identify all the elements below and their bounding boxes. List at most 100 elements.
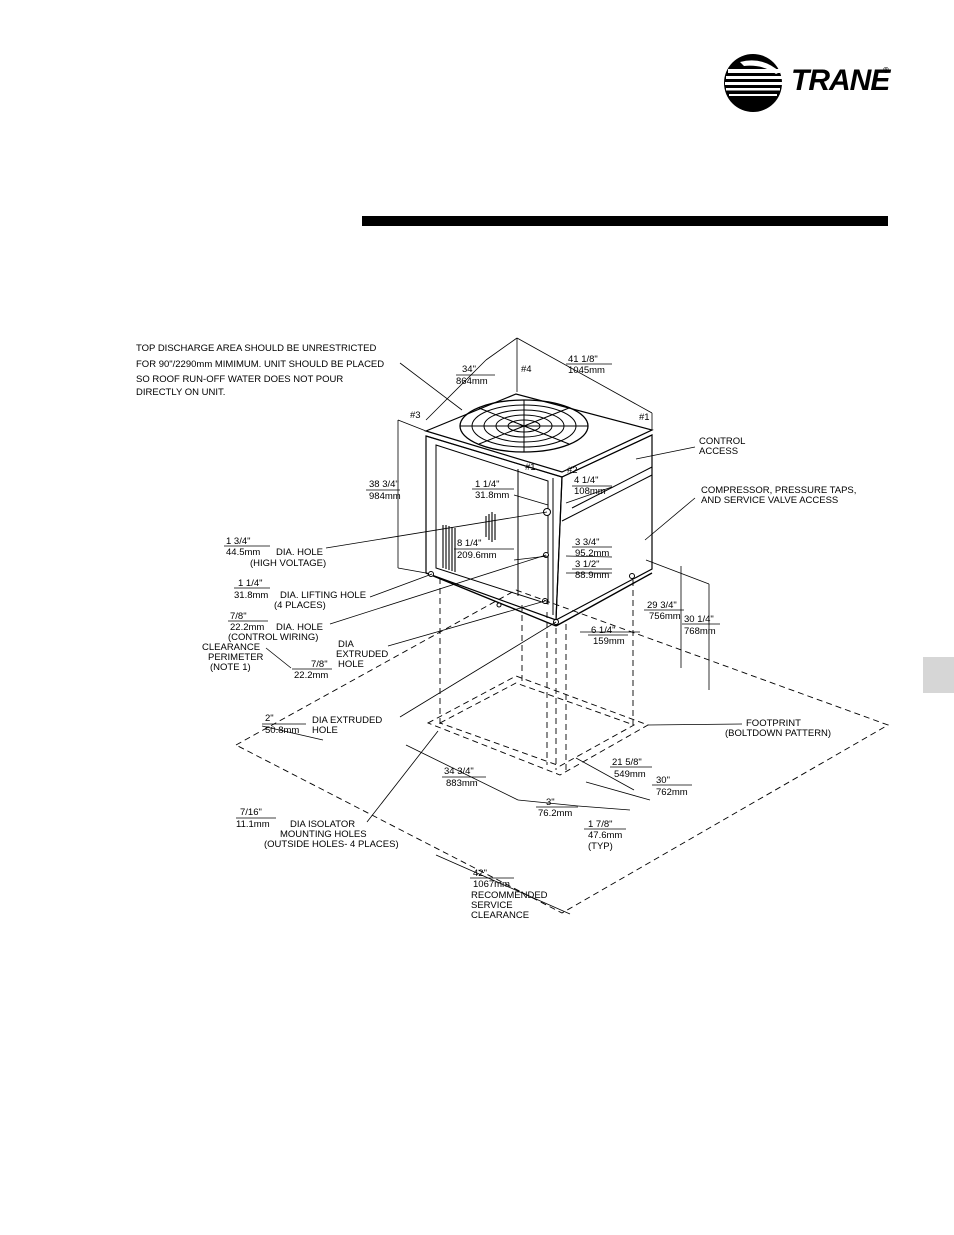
dim-30-14: 30 1/4" 768mm: [682, 614, 720, 637]
svg-text:CONTROL: CONTROL: [699, 436, 745, 447]
svg-text:CLEARANCE: CLEARANCE: [471, 910, 529, 921]
svg-text:31.8mm: 31.8mm: [475, 490, 509, 501]
svg-text:1067mm: 1067mm: [473, 879, 510, 890]
dim-3-34: 3 3/4" 95.2mm: [572, 537, 612, 559]
footprint-inner: [438, 682, 636, 767]
service-clearance-label: 42" 1067mm RECOMMENDED SERVICE CLEARANCE: [470, 868, 548, 921]
svg-text:DIA EXTRUDED: DIA EXTRUDED: [312, 715, 382, 726]
svg-text:FOR 90"/2290mm MIMIMUM. UNIT S: FOR 90"/2290mm MIMIMUM. UNIT SHOULD BE P…: [136, 359, 384, 370]
control-access-label: CONTROL ACCESS: [699, 436, 745, 457]
svg-text:1 1/4": 1 1/4": [238, 578, 263, 589]
dim-29-34: 29 3/4" 756mm: [644, 600, 684, 622]
svg-text:3 3/4": 3 3/4": [575, 537, 600, 548]
svg-text:FOOTPRINT: FOOTPRINT: [746, 718, 801, 729]
svg-text:108mm: 108mm: [574, 486, 606, 497]
svg-text:7/8": 7/8": [230, 611, 247, 622]
hole-1-14-label: 1 1/4" 31.8mm DIA. LIFTING HOLE (4 PLACE…: [234, 578, 366, 611]
svg-text:30": 30": [656, 775, 670, 786]
hole-1-34-label: 1 3/4" 44.5mm DIA. HOLE (HIGH VOLTAGE): [224, 536, 326, 569]
svg-text:41 1/8": 41 1/8": [568, 354, 598, 365]
svg-text:42": 42": [473, 868, 487, 879]
svg-text:MOUNTING HOLES: MOUNTING HOLES: [280, 829, 367, 840]
dim-3: 3" 76.2mm: [536, 797, 578, 819]
dim-6-14: 6 1/4" 159mm: [588, 625, 628, 647]
clearance-perimeter-label: CLEARANCE PERIMETER (NOTE 1): [202, 642, 264, 673]
coil-panel: [435, 444, 549, 605]
svg-text:756mm: 756mm: [649, 611, 681, 622]
dim-34: 34" 864mm: [456, 364, 495, 387]
svg-text:88.9mm: 88.9mm: [575, 570, 609, 581]
svg-text:22.2mm: 22.2mm: [294, 670, 328, 681]
dim-1-78: 1 7/8" 47.6mm (TYP): [584, 819, 626, 852]
dim-41: 41 1/8" 1045mm: [566, 354, 612, 376]
svg-text:CLEARANCE: CLEARANCE: [202, 642, 260, 653]
svg-text:PERIMETER: PERIMETER: [208, 652, 264, 663]
svg-text:SERVICE: SERVICE: [471, 900, 513, 911]
corner-label-1b: #1: [525, 462, 536, 473]
unit-front-right-face: [555, 434, 653, 622]
trane-logo: TRANE ®: [722, 52, 892, 114]
svg-text:RECOMMENDED: RECOMMENDED: [471, 890, 548, 901]
unit-geometry: [424, 393, 654, 627]
svg-text:DIA. HOLE: DIA. HOLE: [276, 547, 323, 558]
control-panel-seam: [561, 474, 653, 522]
corner-label-4: #4: [521, 364, 532, 375]
svg-text:549mm: 549mm: [614, 769, 646, 780]
svg-text:30 1/4": 30 1/4": [684, 614, 714, 625]
compressor-access-label: COMPRESSOR, PRESSURE TAPS, AND SERVICE V…: [701, 485, 856, 506]
svg-text:DIA. LIFTING HOLE: DIA. LIFTING HOLE: [280, 590, 366, 601]
isolator-holes-label: 7/16" 11.1mm DIA ISOLATOR MOUNTING HOLES…: [236, 807, 399, 850]
dim-4-14: 4 1/4" 108mm: [572, 475, 612, 497]
svg-text:DIA: DIA: [338, 639, 355, 650]
isolator-hole: [496, 602, 502, 608]
dim-1-14-top: 1 1/4" 31.8mm: [472, 479, 514, 501]
registered-mark: ®: [883, 66, 889, 75]
svg-text:1 3/4": 1 3/4": [226, 536, 251, 547]
svg-text:22.2mm: 22.2mm: [230, 622, 264, 633]
svg-text:34": 34": [462, 364, 476, 375]
svg-text:768mm: 768mm: [684, 626, 716, 637]
base-rail-left: [425, 572, 557, 627]
service-clearance-perimeter: [235, 589, 890, 914]
section-tab: [923, 657, 954, 693]
svg-text:DIA ISOLATOR: DIA ISOLATOR: [290, 819, 355, 830]
svg-text:44.5mm: 44.5mm: [226, 547, 260, 558]
svg-text:159mm: 159mm: [593, 636, 625, 647]
svg-text:HOLE: HOLE: [312, 725, 338, 736]
svg-text:(HIGH VOLTAGE): (HIGH VOLTAGE): [250, 558, 326, 569]
svg-text:11.1mm: 11.1mm: [236, 819, 270, 830]
svg-text:984mm: 984mm: [369, 491, 401, 502]
access-panel-edge: [571, 466, 653, 509]
corner-label-2: #2: [567, 465, 578, 476]
svg-text:7/8": 7/8": [311, 659, 328, 670]
svg-text:COMPRESSOR, PRESSURE TAPS,: COMPRESSOR, PRESSURE TAPS,: [701, 485, 856, 496]
svg-text:(TYP): (TYP): [588, 841, 613, 852]
svg-text:DIRECTLY ON UNIT.: DIRECTLY ON UNIT.: [136, 387, 225, 398]
base-rail-right: [555, 572, 653, 627]
dim-3-12: 3 1/2" 88.9mm: [572, 559, 612, 581]
svg-text:1045mm: 1045mm: [568, 365, 605, 376]
svg-text:7/16": 7/16": [240, 807, 262, 818]
coil-fins: [442, 512, 496, 572]
dim-30: 30" 762mm: [652, 775, 692, 798]
dim-8-14: 8 1/4" 209.6mm: [454, 538, 514, 561]
svg-text:(4 PLACES): (4 PLACES): [274, 600, 326, 611]
trane-circle-logo: [724, 54, 782, 112]
lifting-hole-right: [629, 573, 635, 579]
svg-text:SO ROOF RUN-OFF WATER DOES NOT: SO ROOF RUN-OFF WATER DOES NOT POUR: [136, 374, 343, 385]
svg-text:50.8mm: 50.8mm: [265, 725, 299, 736]
svg-text:864mm: 864mm: [456, 376, 488, 387]
svg-text:38 3/4": 38 3/4": [369, 479, 399, 490]
corner-label-1: #1: [639, 412, 650, 423]
svg-text:TOP DISCHARGE AREA SHOULD BE U: TOP DISCHARGE AREA SHOULD BE UNRESTRICTE…: [136, 343, 377, 354]
hole-7-8-label: 7/8" 22.2mm DIA. HOLE (CONTROL WIRING): [228, 611, 323, 643]
svg-text:EXTRUDED: EXTRUDED: [336, 649, 388, 660]
svg-text:762mm: 762mm: [656, 787, 688, 798]
svg-text:95.2mm: 95.2mm: [575, 548, 609, 559]
top-discharge-note: TOP DISCHARGE AREA SHOULD BE UNRESTRICTE…: [136, 343, 384, 398]
svg-text:4 1/4": 4 1/4": [574, 475, 599, 486]
dim-38: 38 3/4" 984mm: [366, 479, 401, 502]
dim-21-58: 21 5/8" 549mm: [610, 757, 652, 780]
